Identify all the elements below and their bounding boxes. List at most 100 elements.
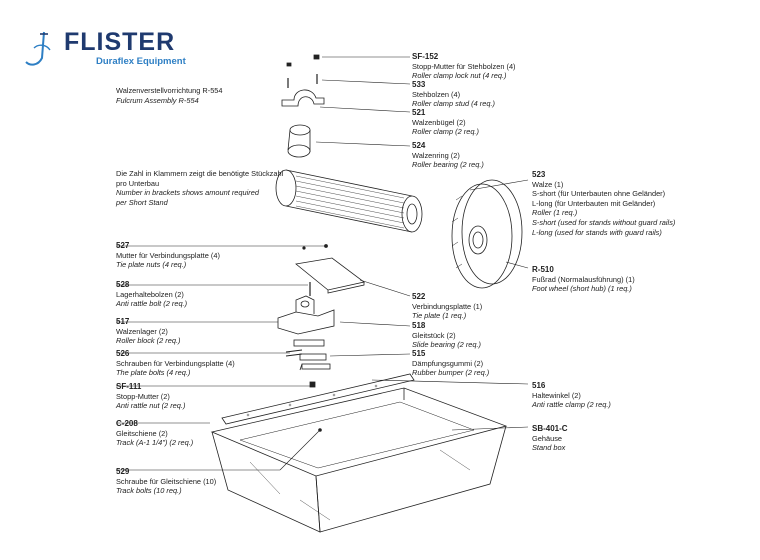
tie-plate-nut-527 bbox=[302, 244, 328, 250]
flister-logo-icon bbox=[25, 31, 51, 66]
part-code: SB-401-C bbox=[532, 424, 568, 433]
label-515: 515 Dämpfungsgummi (2) Rubber bumper (2 … bbox=[412, 349, 489, 378]
part-name-en: Anti rattle clamp (2 req.) bbox=[532, 400, 611, 410]
part-name-en: Tie plate nuts (4 req.) bbox=[116, 260, 187, 270]
part-name-en: Roller (1 req.) bbox=[532, 208, 578, 218]
label-sf152: SF-152 Stopp-Mutter für Stehbolzen (4) R… bbox=[412, 52, 516, 81]
label-c208: C-208 Gleitschiene (2) Track (A-1 1/4") … bbox=[116, 419, 193, 448]
part-name-en: Slide bearing (2 req.) bbox=[412, 340, 482, 350]
track-bolt-529 bbox=[318, 428, 322, 432]
part-code: 524 bbox=[412, 141, 426, 150]
label-sf111: SF-111 Stopp-Mutter (2) Anti rattle nut … bbox=[116, 382, 185, 411]
label-r510: R-510 Fußrad (Normalausführung) (1) Foot… bbox=[532, 265, 635, 294]
part-name-de: Stehbolzen (4) bbox=[412, 89, 461, 99]
label-sb401c: SB-401-C Gehäuse Stand box bbox=[532, 424, 568, 453]
foot-wheel-r510 bbox=[451, 179, 523, 289]
track-c208 bbox=[221, 373, 415, 425]
stand-box-sb401c bbox=[210, 387, 508, 533]
anti-rattle-nut-sf111 bbox=[309, 381, 316, 388]
note-de-line1: Die Zahl in Klammern zeigt die benötigte… bbox=[116, 169, 284, 178]
roller-clamp-stud-533 bbox=[287, 74, 318, 88]
part-code: 529 bbox=[116, 467, 130, 476]
part-variant-long-de: L-long (für Unterbauten mit Geländer) bbox=[532, 198, 656, 208]
note-en-line1: Number in brackets shows amount required bbox=[116, 188, 259, 198]
part-code: 516 bbox=[532, 381, 546, 390]
quantity-note: Die Zahl in Klammern zeigt die benötigte… bbox=[116, 169, 283, 207]
part-name-en: The plate bolts (4 req.) bbox=[116, 368, 191, 378]
label-528: 528 Lagerhaltebolzen (2) Anti rattle bol… bbox=[116, 280, 187, 309]
part-name-de: Haltewinkel (2) bbox=[532, 390, 581, 400]
part-code: 515 bbox=[412, 349, 426, 358]
part-code: 526 bbox=[116, 349, 130, 358]
part-code: 523 bbox=[532, 170, 546, 179]
part-name-en: Rubber bumper (2 req.) bbox=[412, 368, 490, 378]
brand-name: FLISTER bbox=[64, 28, 176, 56]
part-name-de: Schrauben für Verbindungsplatte (4) bbox=[116, 358, 235, 368]
assembly-title: Walzenverstellvorrichtung R-554 Fulcrum … bbox=[116, 86, 223, 105]
part-variant-short-de: S-short (für Unterbauten ohne Geländer) bbox=[532, 189, 666, 199]
part-name-de: Gleitschiene (2) bbox=[116, 428, 168, 438]
roller-clamp-521 bbox=[281, 89, 325, 107]
part-name-de: Lagerhaltebolzen (2) bbox=[116, 289, 184, 299]
part-name-en: Track bolts (10 req.) bbox=[116, 486, 182, 496]
tie-plate-522 bbox=[295, 257, 365, 294]
part-code: 533 bbox=[412, 80, 426, 89]
part-code: R-510 bbox=[532, 265, 554, 274]
part-code: SF-152 bbox=[412, 52, 439, 61]
label-529: 529 Schraube für Gleitschiene (10) Track… bbox=[116, 467, 216, 496]
part-code: 527 bbox=[116, 241, 130, 250]
label-527: 527 Mutter für Verbindungsplatte (4) Tie… bbox=[116, 241, 220, 270]
part-code: 522 bbox=[412, 292, 426, 301]
label-521: 521 Walzenbügel (2) Roller clamp (2 req.… bbox=[412, 108, 479, 137]
part-name-de: Verbindungsplatte (1) bbox=[412, 301, 483, 311]
label-517: 517 Walzenlager (2) Roller block (2 req.… bbox=[116, 317, 180, 346]
part-name-en: Roller bearing (2 req.) bbox=[412, 160, 484, 170]
part-name-de: Stopp-Mutter (2) bbox=[116, 391, 170, 401]
part-name-de: Stopp-Mutter für Stehbolzen (4) bbox=[412, 61, 516, 71]
part-name-de: Gleitstück (2) bbox=[412, 330, 456, 340]
rubber-bumper-515 bbox=[299, 353, 327, 361]
part-name-de: Schraube für Gleitschiene (10) bbox=[116, 476, 217, 486]
part-name-de: Walzenbügel (2) bbox=[412, 117, 466, 127]
part-name-en: Anti rattle nut (2 req.) bbox=[116, 401, 186, 411]
part-name-de: Walzenring (2) bbox=[412, 150, 460, 160]
roller-block-517 bbox=[277, 295, 335, 335]
label-522: 522 Verbindungsplatte (1) Tie plate (1 r… bbox=[412, 292, 482, 321]
label-523: 523 Walze (1) S-short (für Unterbauten o… bbox=[532, 170, 675, 237]
part-name-de: Gehäuse bbox=[532, 433, 562, 443]
part-name-en: Tie plate (1 req.) bbox=[412, 311, 467, 321]
slide-bearing-518 bbox=[293, 339, 325, 347]
part-name-de: Dämpfungsgummi (2) bbox=[412, 358, 484, 368]
brand-subtitle: Duraflex Equipment bbox=[96, 56, 186, 67]
part-name-en: Anti rattle bolt (2 req.) bbox=[116, 299, 188, 309]
part-code: 517 bbox=[116, 317, 130, 326]
part-name-de: Fußrad (Normalausführung) (1) bbox=[532, 274, 635, 284]
part-name-en: Roller block (2 req.) bbox=[116, 336, 181, 346]
roller-523 bbox=[275, 169, 423, 233]
label-533: 533 Stehbolzen (4) Roller clamp stud (4 … bbox=[412, 80, 495, 109]
part-name-de: Walzenlager (2) bbox=[116, 326, 168, 336]
part-name-en: Roller clamp stud (4 req.) bbox=[412, 99, 495, 109]
part-name-en: Roller clamp (2 req.) bbox=[412, 127, 479, 137]
part-code: 521 bbox=[412, 108, 426, 117]
assembly-title-en: Fulcrum Assembly R-554 bbox=[116, 95, 199, 105]
brand-logo bbox=[20, 22, 180, 72]
assembly-title-de: Walzenverstellvorrichtung R-554 bbox=[116, 86, 223, 95]
anti-rattle-clamp-516 bbox=[299, 363, 331, 371]
note-en-line2: per Short Stand bbox=[116, 197, 168, 207]
note-de-line2: pro Unterbau bbox=[116, 178, 160, 188]
part-variant-short-en: S-short (used for stands without guard r… bbox=[532, 217, 676, 227]
part-code: C-208 bbox=[116, 419, 138, 428]
part-name-en: Track (A-1 1/4") (2 req.) bbox=[116, 438, 194, 448]
label-518: 518 Gleitstück (2) Slide bearing (2 req.… bbox=[412, 321, 481, 350]
part-code: 518 bbox=[412, 321, 426, 330]
plate-bolt-526 bbox=[285, 349, 303, 357]
part-name-de: Walze (1) bbox=[532, 179, 564, 189]
part-name-en: Foot wheel (short hub) (1 req.) bbox=[532, 284, 632, 294]
label-524: 524 Walzenring (2) Roller bearing (2 req… bbox=[412, 141, 484, 170]
part-name-de: Mutter für Verbindungsplatte (4) bbox=[116, 250, 220, 260]
label-516: 516 Haltewinkel (2) Anti rattle clamp (2… bbox=[532, 381, 611, 410]
part-variant-long-en: L-long (used for stands with guard rails… bbox=[532, 227, 662, 237]
lock-nut-sf152 bbox=[286, 54, 320, 67]
